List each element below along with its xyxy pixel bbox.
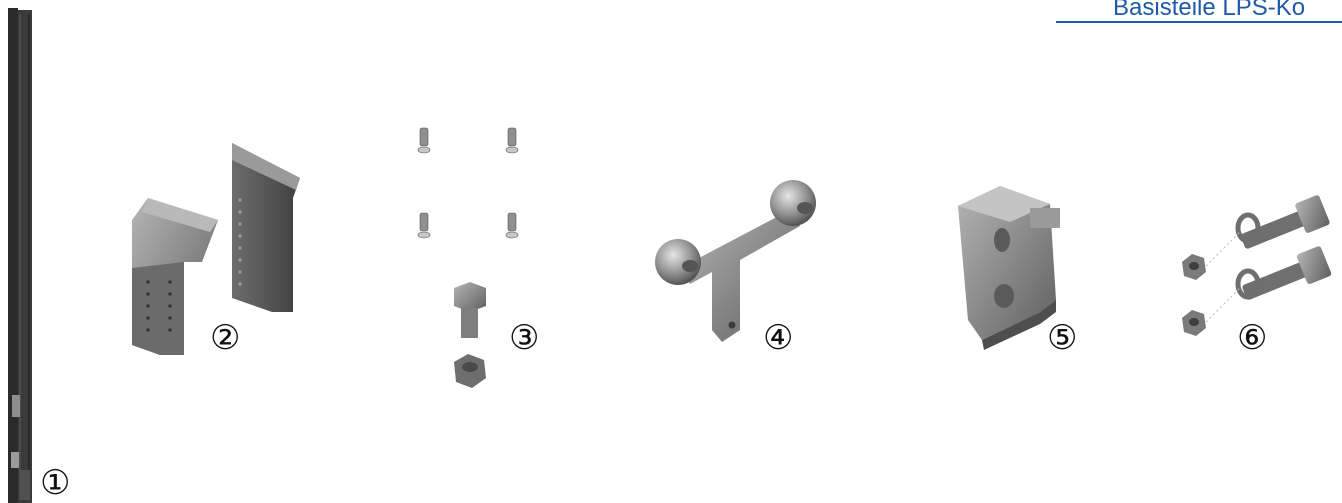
callout-6: ⑥ xyxy=(1237,321,1267,355)
callout-2: ② xyxy=(210,321,240,355)
callout-4: ④ xyxy=(763,321,793,355)
callout-5: ⑤ xyxy=(1047,321,1077,355)
bolt-washer-nut-set-icon xyxy=(1182,194,1332,336)
guide-block-icon xyxy=(958,186,1060,350)
rail-icon xyxy=(8,8,32,503)
screw-bolt-nut-set-icon xyxy=(418,128,518,388)
callout-1: ① xyxy=(40,466,70,500)
callout-3: ③ xyxy=(509,321,539,355)
